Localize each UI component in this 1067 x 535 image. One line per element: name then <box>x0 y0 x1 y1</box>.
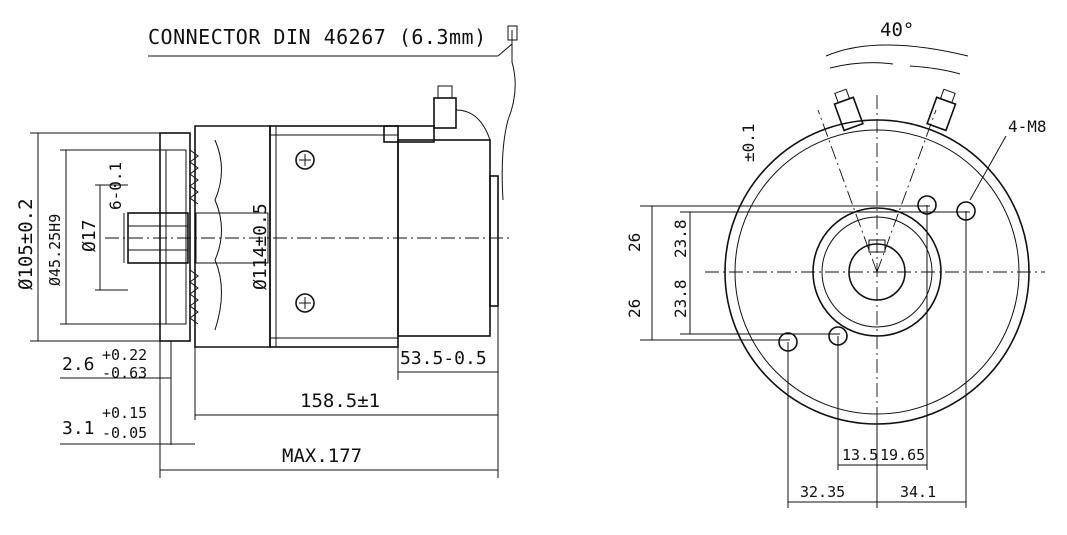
screw-top-cross-icon <box>299 154 311 166</box>
dim-connector-len: 53.5-0.5 <box>400 348 487 369</box>
angle-arc-inner <box>829 62 961 75</box>
bearing-hatch <box>189 149 199 325</box>
dim-body-len: 158.5±1 <box>300 390 380 412</box>
terminal-left-icon <box>833 88 864 132</box>
dim-pilot-dia: Ø45.25H9 <box>46 214 64 286</box>
dim-shaft-dia: Ø17 <box>79 219 100 252</box>
rear-cap <box>489 175 499 307</box>
dim-h-19-65: 19.65 <box>880 446 925 464</box>
angle-arc <box>825 44 969 57</box>
terminal-stud <box>433 97 457 129</box>
screw-bottom-cross-icon <box>299 297 311 309</box>
flange-pilot <box>165 149 187 325</box>
dim-v-inner-top: 23.8 <box>671 219 690 258</box>
dim-flange-b-lower: -0.05 <box>102 424 147 442</box>
end-horizontal-dims <box>787 205 967 508</box>
terminal-nut <box>437 85 453 99</box>
dim-housing-dia: Ø105±0.2 <box>15 198 37 290</box>
dim-h-13-5: 13.5 <box>842 446 878 464</box>
dim-flange-b-upper: +0.15 <box>102 404 147 422</box>
connector-wire <box>501 40 516 201</box>
motor-body <box>269 125 399 348</box>
dim-v-inner-bottom: 23.8 <box>671 279 690 318</box>
dim-v-outer-bottom: 26 <box>625 299 644 318</box>
dim-h-32-35: 32.35 <box>800 483 845 501</box>
dim-v-outer-top: 26 <box>625 233 644 252</box>
connector-note-leader-bend <box>497 30 513 57</box>
connector-note: CONNECTOR DIN 46267 (6.3mm) <box>148 25 487 49</box>
screw-top-icon <box>295 150 315 170</box>
angle-ray-right <box>876 109 937 273</box>
dim-thread: 4-M8 <box>1008 117 1047 136</box>
dim-tol-left: ±0.1 <box>739 123 758 162</box>
side-view <box>105 85 510 348</box>
end-cap-section-line <box>214 139 222 331</box>
end-view <box>705 88 1045 445</box>
screw-bottom-icon <box>295 293 315 313</box>
dim-overall-len: MAX.177 <box>282 445 362 467</box>
dim-key-width: 6-0.1 <box>106 162 125 210</box>
dim-angle: 40° <box>880 19 914 41</box>
dim-flange-b: 3.1 <box>62 418 95 439</box>
dim-h-34-1: 34.1 <box>900 483 936 501</box>
side-left-dims <box>30 132 166 342</box>
dim-flange-a: 2.6 <box>62 354 95 375</box>
dim-flange-a-upper: +0.22 <box>102 346 147 364</box>
front-flange <box>159 132 191 342</box>
side-bottom-dims <box>60 306 499 478</box>
terminal-wire <box>455 109 491 176</box>
terminal-block <box>383 125 435 143</box>
dim-flange-a-lower: -0.63 <box>102 364 147 382</box>
thread-leader <box>969 135 1007 201</box>
end-vertical-dims <box>640 205 970 341</box>
terminal-right-icon <box>926 88 957 132</box>
dim-body-dia: Ø114±0.5 <box>250 203 271 290</box>
angle-ray-left <box>817 109 878 273</box>
